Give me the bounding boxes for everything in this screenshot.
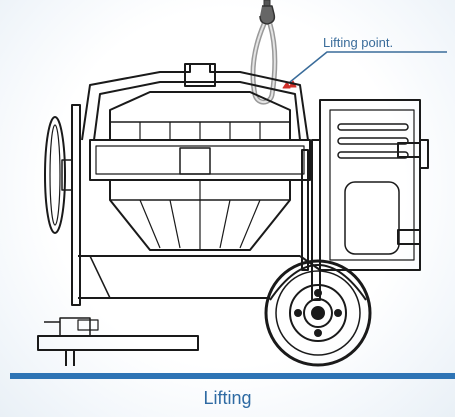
- caption-rule: [10, 373, 455, 379]
- lifting-point-label: Lifting point.: [323, 35, 394, 50]
- hand-wheel: [44, 116, 73, 234]
- chassis: [78, 255, 321, 299]
- lifting-sling: [250, 23, 278, 105]
- engine-housing: [319, 99, 429, 271]
- figure-caption: Lifting: [203, 388, 252, 408]
- wheel: [264, 259, 372, 367]
- lifting-frame: [81, 63, 309, 141]
- mixer-drum: [89, 91, 311, 251]
- crane-hook-icon: [259, 0, 276, 25]
- callout-leader: [289, 51, 447, 83]
- tow-bar: [37, 317, 199, 366]
